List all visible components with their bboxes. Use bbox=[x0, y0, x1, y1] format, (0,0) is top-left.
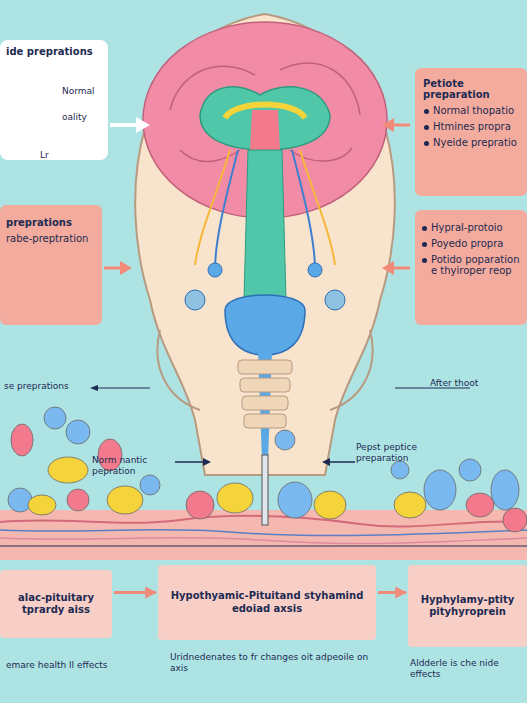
text-stack: Hyphylamy-ptity pityhyroprein bbox=[414, 594, 521, 619]
box-text: Potido poparation e thyiroper reop bbox=[421, 254, 521, 276]
annotation-label: After thoot bbox=[430, 378, 525, 389]
annotation-label: Uridnedenates to fr changes oit adpeoile… bbox=[170, 652, 370, 675]
box-heading: preprations bbox=[6, 217, 96, 228]
brain-stem bbox=[244, 150, 286, 300]
gland-dot bbox=[208, 263, 222, 277]
text-stack: ide preprations bbox=[6, 46, 102, 57]
annotation-label: se preprations bbox=[4, 381, 94, 392]
text-stack: preprations rabe-preptration bbox=[6, 217, 96, 244]
pituitary-gland bbox=[225, 295, 305, 355]
text-box: Petiote preparationNormal thopatioHtmine… bbox=[415, 68, 527, 196]
text-box: alac-pituitary tprardy aiss bbox=[0, 570, 112, 638]
box-text: Htmines propra bbox=[423, 121, 519, 132]
text-stack: Hypothyamic-Pituitand styhamind edoiad a… bbox=[168, 590, 366, 615]
box-text: Normal thopatio bbox=[423, 105, 519, 116]
flow-arrow bbox=[378, 591, 406, 594]
box-text: rabe-preptration bbox=[6, 233, 96, 244]
box-text: Nyeide prepratio bbox=[423, 137, 519, 148]
box-heading: Hyphylamy-ptity pityhyroprein bbox=[414, 594, 521, 619]
text-stack: alac-pituitary tprardy aiss bbox=[6, 592, 106, 617]
text-box: Hypral-protoioPoyedo propraPotido popara… bbox=[415, 210, 527, 325]
divider-line bbox=[0, 546, 527, 547]
vessel-lines bbox=[215, 150, 315, 270]
vertebrae bbox=[238, 360, 292, 428]
annotation-label: Pepst peptice preparation bbox=[356, 442, 422, 465]
syringe bbox=[262, 455, 268, 525]
annotation-label: oality bbox=[62, 112, 106, 123]
gland-dot bbox=[325, 290, 345, 310]
text-box: preprations rabe-preptration bbox=[0, 205, 102, 325]
flow-arrow bbox=[114, 591, 156, 594]
box-heading: Hypral-protoio bbox=[421, 222, 521, 233]
annotation-label: Lr bbox=[40, 150, 70, 161]
box-text: Poyedo propra bbox=[421, 238, 521, 249]
text-stack: Petiote preparationNormal thopatioHtmine… bbox=[423, 78, 519, 148]
annotation-label: Aldderle is che nide effects bbox=[410, 658, 525, 681]
box-heading: Petiote preparation bbox=[423, 78, 519, 100]
skull-outline bbox=[135, 14, 395, 475]
tissue-line bbox=[0, 530, 527, 536]
text-box: ide preprations bbox=[0, 40, 108, 160]
annotation-label: Normal bbox=[62, 86, 106, 97]
box-heading: Hypothyamic-Pituitand styhamind edoiad a… bbox=[168, 590, 366, 615]
cell-blobs bbox=[8, 407, 527, 532]
tissue-line bbox=[0, 538, 527, 544]
box-heading: ide preprations bbox=[6, 46, 102, 57]
pointer-arrows bbox=[90, 117, 470, 466]
annotation-label: Norm nantic pepration bbox=[92, 455, 172, 478]
text-box: Hyphylamy-ptity pityhyroprein bbox=[408, 565, 527, 647]
annotation-label: emare health ll effects bbox=[6, 660, 116, 671]
gland-dot bbox=[308, 263, 322, 277]
text-stack: Hypral-protoioPoyedo propraPotido popara… bbox=[421, 222, 521, 276]
gland-dot bbox=[185, 290, 205, 310]
text-box: Hypothyamic-Pituitand styhamind edoiad a… bbox=[158, 565, 376, 640]
box-heading: alac-pituitary tprardy aiss bbox=[6, 592, 106, 617]
